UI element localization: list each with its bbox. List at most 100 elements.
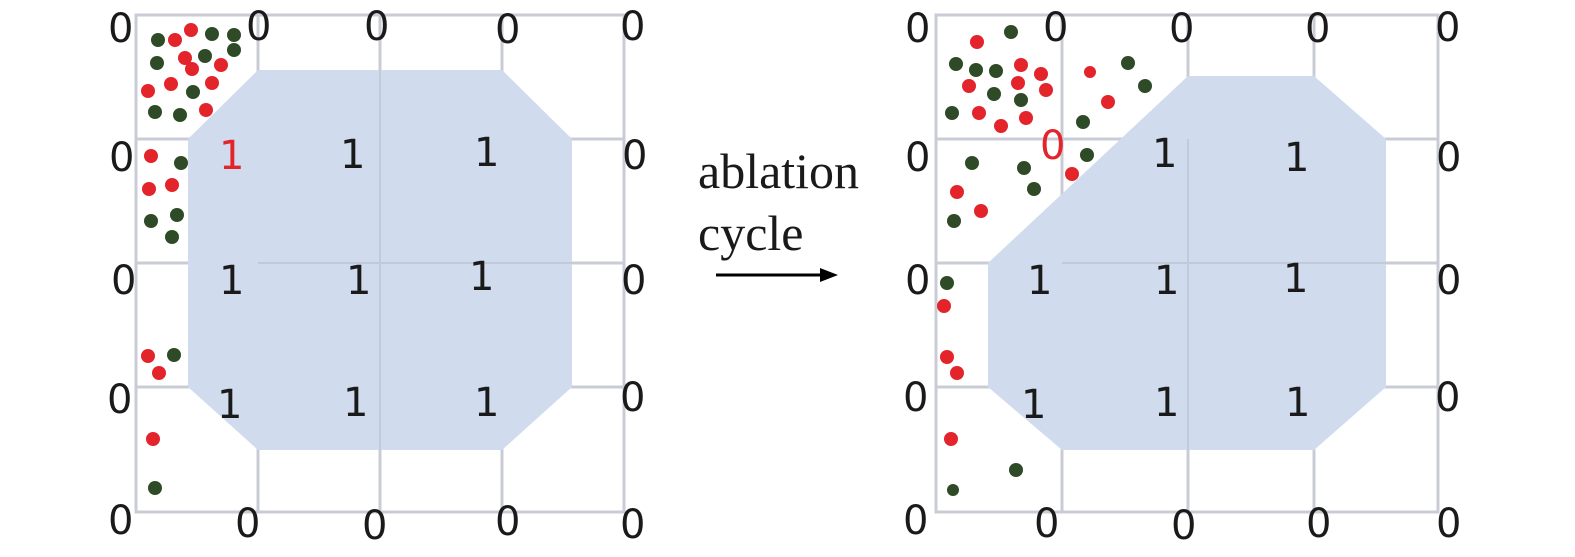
particle-red [1019, 111, 1033, 125]
particle-green [150, 56, 164, 70]
particle-green [227, 28, 241, 42]
right-value-r1-0: 0 [905, 135, 930, 181]
particle-red [184, 23, 198, 37]
left-value-r1-1-changed: 1 [219, 133, 244, 179]
particle-red [1039, 83, 1053, 97]
particle-red [950, 366, 964, 380]
right-cell-values: 0 0 0 0 0 0 0 1 1 0 0 1 1 1 0 0 1 1 1 0 … [903, 5, 1461, 549]
arrow-label-line1: ablation [698, 143, 859, 199]
left-value-r3-0: 0 [107, 377, 132, 423]
arrow-head-icon [820, 268, 838, 282]
right-value-bottom-2: 0 [1171, 503, 1196, 549]
particle-green [987, 87, 1001, 101]
right-value-top-1: 0 [1043, 5, 1068, 51]
right-value-top-3: 0 [1305, 6, 1330, 52]
left-value-top-0: 0 [108, 6, 133, 52]
particle-red [972, 106, 986, 120]
particle-red [214, 58, 228, 72]
left-value-r3-1: 1 [217, 382, 242, 428]
particle-green [947, 484, 959, 496]
particle-green [167, 348, 181, 362]
particle-green [945, 106, 959, 120]
particle-green [170, 208, 184, 222]
particle-green [1014, 93, 1028, 107]
particle-red [168, 33, 182, 47]
particle-red [152, 366, 166, 380]
left-value-top-1: 0 [246, 4, 271, 50]
left-material-inner-lines [258, 70, 572, 450]
right-material-inner-lines [1062, 139, 1386, 450]
particle-green [949, 57, 963, 71]
left-value-r3-4: 0 [620, 375, 645, 421]
particle-green [198, 49, 212, 63]
particle-green [1009, 463, 1023, 477]
particle-green [205, 27, 219, 41]
particle-green [174, 156, 188, 170]
right-value-r3-2: 1 [1154, 380, 1179, 426]
particle-green [1017, 161, 1031, 175]
particle-red [1014, 58, 1028, 72]
particle-green [165, 230, 179, 244]
particle-red [144, 149, 158, 163]
particle-red [199, 103, 213, 117]
particle-red [1101, 95, 1115, 109]
left-cell-values: 0 0 0 0 0 0 1 1 1 0 0 1 1 1 0 0 1 1 1 0 … [107, 4, 647, 549]
left-value-bottom-3: 0 [495, 499, 520, 545]
left-value-r3-2: 1 [343, 380, 368, 426]
particle-green [989, 64, 1003, 78]
particle-green [186, 85, 200, 99]
particle-green [969, 63, 983, 77]
particle-red [142, 182, 156, 196]
particle-green [151, 33, 165, 47]
right-value-r1-2: 1 [1152, 131, 1177, 177]
particle-red [185, 62, 199, 76]
left-value-r2-2: 1 [346, 258, 371, 304]
particle-red [944, 432, 958, 446]
particle-red [178, 51, 192, 65]
particle-green [148, 481, 162, 495]
particle-red [164, 77, 178, 91]
left-value-bottom-0: 0 [108, 498, 133, 544]
particle-red [146, 432, 160, 446]
right-value-r3-3: 1 [1285, 380, 1310, 426]
left-value-r2-0: 0 [111, 258, 136, 304]
particle-green [1080, 148, 1094, 162]
right-value-r2-1: 1 [1027, 258, 1052, 304]
right-value-r2-4: 0 [1436, 258, 1461, 304]
particle-green [1138, 79, 1152, 93]
right-panel: 0 0 0 0 0 0 0 1 1 0 0 1 1 1 0 0 1 1 1 0 … [903, 5, 1461, 549]
particle-green [940, 276, 954, 290]
particle-green [1027, 182, 1041, 196]
particle-red [141, 349, 155, 363]
particle-red [1034, 67, 1048, 81]
left-particles [141, 23, 241, 495]
particle-green [947, 214, 961, 228]
particle-red [937, 299, 951, 313]
particle-green [173, 108, 187, 122]
particle-green [1004, 25, 1018, 39]
particle-red [974, 204, 988, 218]
particle-green [148, 105, 162, 119]
particle-red [1011, 76, 1025, 90]
particle-green [1121, 56, 1135, 70]
left-value-top-2: 0 [364, 4, 389, 50]
right-value-top-0: 0 [905, 6, 930, 52]
right-value-r1-3: 1 [1284, 135, 1309, 181]
left-value-r2-1: 1 [219, 258, 244, 304]
right-value-r2-2: 1 [1154, 258, 1179, 304]
particle-red [205, 76, 219, 90]
particle-red [950, 185, 964, 199]
left-value-r3-3: 1 [474, 380, 499, 426]
right-value-bottom-4: 0 [1436, 501, 1461, 547]
right-value-top-4: 0 [1435, 5, 1460, 51]
left-value-r1-3: 1 [474, 130, 499, 176]
right-value-r3-1: 1 [1021, 382, 1046, 428]
left-panel: 0 0 0 0 0 0 1 1 1 0 0 1 1 1 0 0 1 1 1 0 … [107, 4, 647, 549]
right-value-r3-0: 0 [903, 375, 928, 421]
left-value-r1-4: 0 [622, 133, 647, 179]
particle-red [962, 79, 976, 93]
right-value-top-2: 0 [1169, 6, 1194, 52]
particle-green [1076, 115, 1090, 129]
right-particles [937, 25, 1152, 496]
right-value-bottom-0: 0 [903, 498, 928, 544]
